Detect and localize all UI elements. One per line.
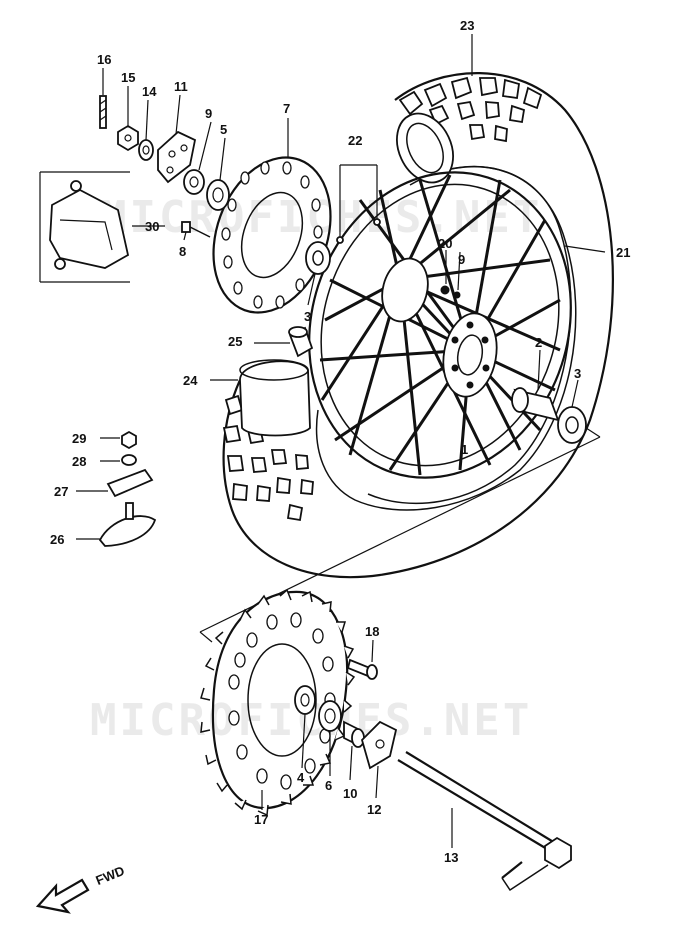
callout-22: 22 [348, 133, 362, 148]
chain-guard-30 [39, 171, 130, 283]
assembly-frame-lines [199, 414, 601, 643]
callout-9b: 9 [458, 252, 465, 267]
axle-13 [397, 751, 572, 892]
callout-14: 14 [142, 84, 157, 99]
callout-labels: 23 21 7 22 9 5 11 14 15 16 30 8 3 20 9 2… [50, 18, 630, 865]
callout-8: 8 [179, 244, 186, 259]
adjuster-12 [360, 720, 398, 770]
callout-11: 11 [174, 79, 188, 94]
valve-cap-28 [121, 454, 137, 466]
collar-9 [183, 169, 205, 195]
brake-disc [212, 156, 332, 314]
callout-20: 20 [438, 236, 452, 251]
forward-arrow-icon [35, 878, 90, 914]
pin-22 [336, 164, 381, 244]
callout-5: 5 [220, 122, 227, 137]
callout-6: 6 [325, 778, 332, 793]
bearing-4 [294, 685, 316, 715]
spacer-2 [511, 387, 560, 422]
seal-6 [318, 700, 342, 732]
rim-lock-27 [106, 468, 154, 498]
callout-13: 13 [444, 850, 458, 865]
callout-2: 2 [535, 335, 542, 350]
callout-25: 25 [228, 334, 242, 349]
hub-flange-right [442, 312, 498, 398]
seal-5 [206, 179, 230, 211]
callout-3-right: 3 [574, 366, 581, 381]
callout-7: 7 [283, 101, 290, 116]
callout-12: 12 [367, 802, 381, 817]
nut-15 [117, 124, 139, 152]
spoke-nipple-20 [440, 285, 461, 299]
tube-24 [239, 359, 311, 437]
bolt-16 [99, 95, 107, 129]
leader-lines [76, 34, 606, 848]
bearing-3-right [557, 406, 587, 444]
rim-lock-26 [98, 502, 157, 547]
callout-4: 4 [297, 770, 305, 785]
tire [222, 72, 614, 579]
callout-29: 29 [72, 431, 86, 446]
callout-15: 15 [121, 70, 135, 85]
plate-11 [157, 130, 197, 184]
tire-tread-top [398, 76, 543, 143]
callout-26: 26 [50, 532, 64, 547]
fwd-label: FWD [93, 863, 126, 888]
callout-16: 16 [97, 52, 111, 67]
valve-nut-29 [121, 430, 137, 450]
callout-28: 28 [72, 454, 86, 469]
callout-1: 1 [461, 442, 468, 457]
spacer-10 [343, 720, 365, 748]
callout-23: 23 [460, 18, 474, 33]
callout-9a: 9 [205, 106, 212, 121]
callout-30: 30 [145, 219, 159, 234]
bolt-18 [346, 658, 378, 680]
callout-3-left: 3 [304, 309, 311, 324]
callout-21: 21 [616, 245, 630, 260]
callout-18: 18 [365, 624, 379, 639]
rim-band-25 [288, 326, 314, 358]
washer-14 [138, 139, 154, 161]
callout-27: 27 [54, 484, 68, 499]
callout-10: 10 [343, 786, 357, 801]
tube-section [396, 112, 454, 184]
bearing-3-left [305, 241, 331, 275]
callout-17: 17 [254, 812, 268, 827]
hub-flange-left [381, 257, 429, 323]
rim-and-spokes [308, 171, 572, 479]
callout-24: 24 [183, 373, 198, 388]
